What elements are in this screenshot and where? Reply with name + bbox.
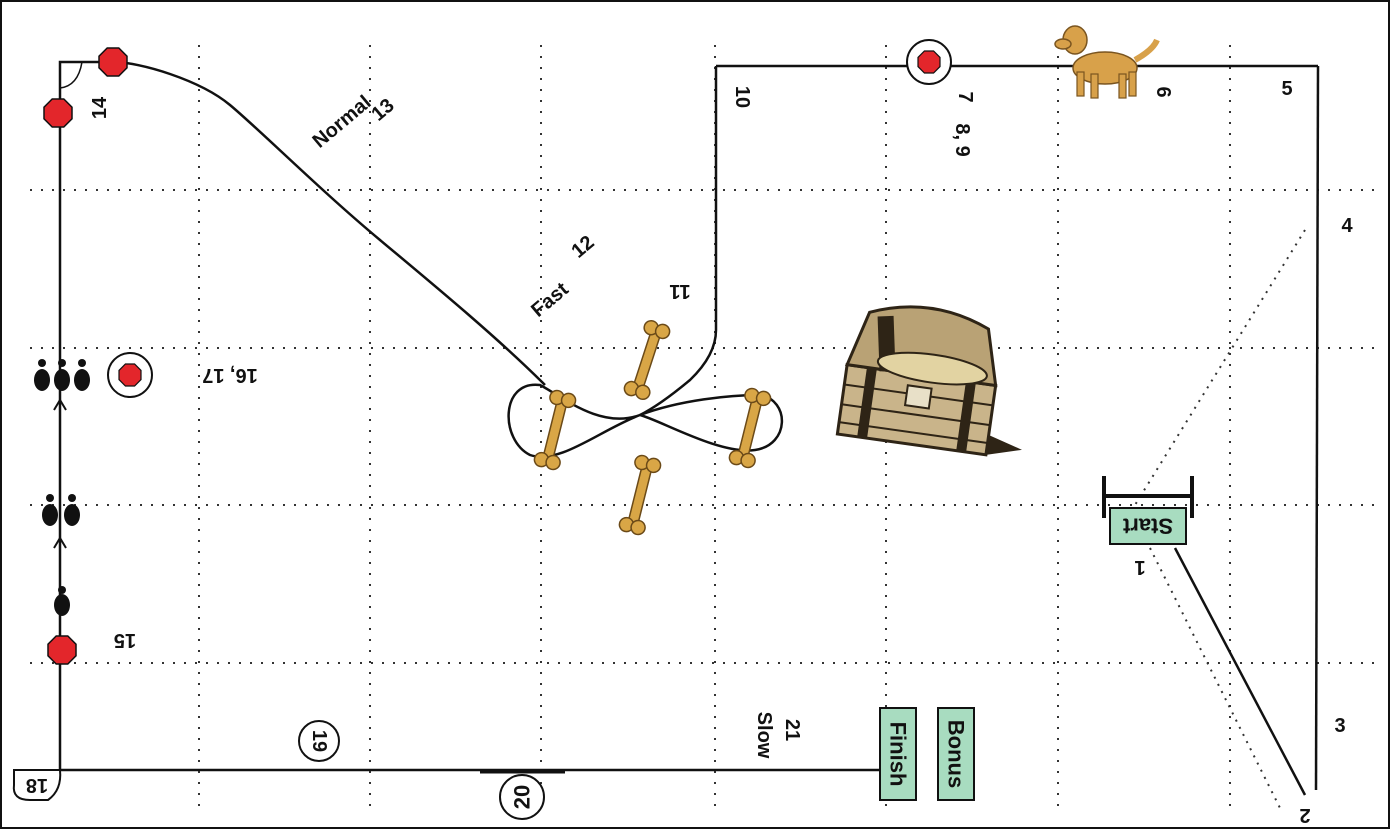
- stop-markers: [43, 39, 952, 665]
- station-10-label: 10: [731, 86, 753, 108]
- station-15-label: 15: [114, 629, 136, 651]
- treasure-chest-icon: [835, 305, 1022, 457]
- circled-station-19: 19: [298, 720, 340, 762]
- station-6-label: 6: [1152, 86, 1174, 97]
- bone-obstacles: [533, 319, 772, 536]
- station-20-label: 20: [510, 785, 535, 809]
- station-1-label: 1: [1134, 556, 1145, 578]
- dog-icon: [1054, 25, 1160, 99]
- station-18-label: 18: [26, 774, 48, 796]
- station-11-label: 11: [669, 280, 690, 302]
- bone-icon: [618, 454, 662, 536]
- station-2-label: 2: [1299, 804, 1310, 826]
- stop-sign-icon: [47, 635, 77, 665]
- slow-label: Slow: [753, 712, 775, 759]
- station-3-label: 3: [1334, 715, 1345, 737]
- station-14-label: 14: [89, 96, 111, 119]
- station-labels: 1 2 3 4 5 6 7 8, 9 10 11 12 13 14 15 16,…: [89, 78, 1353, 826]
- station-4-label: 4: [1341, 215, 1353, 237]
- station-12-label: 12: [567, 231, 598, 262]
- footprint-icon: [54, 586, 70, 616]
- finish-sign-label: Finish: [886, 722, 911, 787]
- speed-labels: Normal Fast Slow: [309, 91, 775, 758]
- station-19-label: 19: [308, 730, 330, 752]
- footprint-icon: [34, 359, 90, 391]
- circled-stop-icon: [906, 39, 952, 85]
- station-5-label: 5: [1281, 78, 1292, 100]
- bone-icon: [623, 319, 671, 401]
- start-guide-lines: [1134, 229, 1306, 809]
- footprints: [34, 359, 90, 616]
- start-bar: [1102, 476, 1194, 518]
- station-8-9-label: 8, 9: [951, 123, 973, 156]
- footprint-icon: [42, 494, 80, 526]
- circled-station-18: 18: [12, 769, 62, 801]
- stop-sign-icon: [98, 47, 128, 77]
- fast-label: Fast: [527, 278, 573, 322]
- course-path: [58, 60, 1320, 796]
- bone-icon: [728, 387, 772, 469]
- station-16-17-label: 16, 17: [202, 364, 258, 386]
- circled-stop-icon: [107, 352, 153, 398]
- station-7-label: 7: [954, 91, 976, 102]
- bonus-sign-label: Bonus: [944, 720, 969, 788]
- corner-arc: [59, 61, 83, 89]
- bonus-sign: Bonus: [937, 707, 975, 801]
- start-sign-label: Start: [1122, 514, 1173, 539]
- bone-icon: [533, 389, 577, 471]
- finish-sign: Finish: [879, 707, 917, 801]
- start-sign: Start: [1109, 507, 1187, 545]
- direction-arrows: [53, 398, 67, 549]
- normal-label: Normal: [309, 91, 376, 152]
- station-21-label: 21: [781, 719, 803, 741]
- stop-sign-icon: [43, 98, 73, 128]
- circled-station-20: 20: [499, 774, 545, 820]
- ring-grid: [30, 45, 1375, 815]
